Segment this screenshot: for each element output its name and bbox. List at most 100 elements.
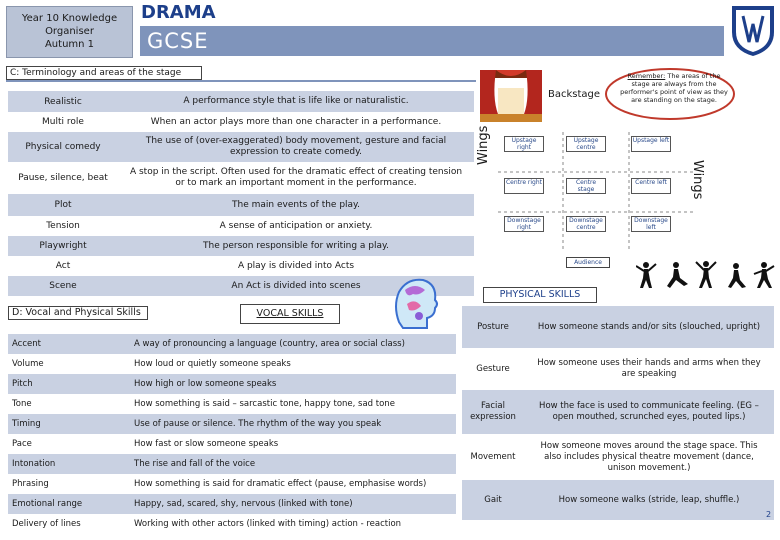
term: Scene [49, 281, 77, 291]
table-row: Pause, silence, beat A stop in the scrip… [8, 162, 474, 194]
terminology-table: Realistic A performance style that is li… [8, 91, 474, 296]
table-row: Delivery of lines Working with other acto… [8, 514, 456, 534]
definition: The main events of the play. [232, 199, 360, 210]
wings-left-label: Wings [476, 125, 491, 165]
table-row: Tone How something is said – sarcastic to… [8, 394, 456, 414]
table-row: Multi role When an actor plays more than… [8, 112, 474, 132]
head-profile-image [395, 278, 438, 329]
definition: A play is divided into Acts [237, 260, 355, 271]
definition: How the face is used to communicate feel… [539, 401, 759, 422]
term: Multi role [42, 117, 84, 127]
term: Delivery of lines [12, 519, 81, 529]
definition: The use of (over-exaggerated) body movem… [145, 136, 447, 157]
stage-grid-lines [498, 132, 694, 252]
page-number: 2 [766, 510, 772, 519]
term: Tone [12, 399, 32, 409]
definition: How someone stands and/or sits (slouched… [537, 321, 761, 332]
table-row: Gesture How someone uses their hands and … [462, 348, 774, 390]
table-row: Timing Use of pause or silence. The rhyth… [8, 414, 456, 434]
remember-note: Remember: The areas of the stage are alw… [618, 72, 730, 104]
definition: How someone uses their hands and arms wh… [537, 358, 761, 379]
definition: How fast or slow someone speaks [134, 439, 279, 449]
school-crest-logo [732, 6, 774, 56]
stage-cell-downstage-right: Downstage right [504, 216, 544, 232]
table-row: Phrasing How something is said for dramat… [8, 474, 456, 494]
level-title: GCSE [147, 29, 209, 53]
definition: A performance style that is life like or… [183, 96, 409, 106]
stage-cell-downstage-centre: Downstage centre [566, 216, 606, 232]
physical-skills-table: Posture How someone stands and/or sits (s… [462, 306, 774, 520]
remember-text: The areas of the stage are always from t… [620, 72, 728, 104]
organiser-line-1: Year 10 Knowledge [21, 13, 118, 24]
term: Accent [12, 339, 41, 349]
subject-title: DRAMA [141, 2, 216, 23]
definition: How something is said – sarcastic tone, … [134, 399, 395, 409]
section-c-title: C: Terminology and areas of the stage [6, 66, 202, 80]
audience-label: Audience [566, 257, 610, 268]
term: Volume [12, 359, 44, 369]
table-row: Tension A sense of anticipation or anxie… [8, 216, 474, 236]
table-row: Posture How someone stands and/or sits (s… [462, 306, 774, 348]
term: Gesture [476, 363, 510, 374]
term: Realistic [44, 96, 82, 107]
vocal-skills-title: VOCAL SKILLS [240, 304, 340, 324]
stage-cell-upstage-left: Upstage left [631, 136, 671, 152]
organiser-line-3: Autumn 1 [44, 39, 95, 50]
definition: Use of pause or silence. The rhythm of t… [134, 419, 382, 429]
term: Intonation [12, 459, 56, 469]
table-row: Emotional range Happy, sad, scared, shy, … [8, 494, 456, 514]
stage-cell-centre-stage: Centre stage [566, 178, 606, 194]
definition: How someone moves around the stage space… [540, 440, 758, 473]
term: Physical comedy [25, 142, 101, 152]
term: Facial expression [470, 401, 516, 422]
definition: A sense of anticipation or anxiety. [219, 220, 373, 231]
stage-cell-upstage-right: Upstage right [504, 136, 544, 152]
term: Playwright [39, 241, 87, 251]
definition: How something is said for dramatic effec… [134, 479, 427, 489]
remember-lead: Remember: [627, 72, 666, 80]
physical-skills-title: PHYSICAL SKILLS [483, 287, 597, 303]
table-row: Act A play is divided into Acts [8, 256, 474, 276]
definition: When an actor plays more than one charac… [150, 116, 442, 127]
term: Plot [54, 200, 72, 210]
table-row: Movement How someone moves around the sta… [462, 434, 774, 480]
table-row: Scene An Act is divided into scenes [8, 276, 474, 296]
table-row: Volume How loud or quietly someone speaks [8, 354, 456, 374]
term: Phrasing [12, 479, 49, 489]
definition: A stop in the script. Often used for the… [129, 167, 463, 188]
term: Emotional range [12, 499, 83, 509]
definition: The rise and fall of the voice [134, 459, 256, 469]
organiser-line-2: Organiser [45, 26, 94, 37]
definition: Happy, sad, scared, shy, nervous (linked… [134, 499, 353, 509]
table-row: Pace How fast or slow someone speaks [8, 434, 456, 454]
backstage-label: Backstage [548, 89, 601, 100]
table-row: Facial expression How the face is used to… [462, 390, 774, 434]
table-row: Plot The main events of the play. [8, 194, 474, 216]
term: Timing [12, 419, 41, 429]
term: Act [55, 261, 71, 271]
term: Pause, silence, beat [18, 173, 108, 183]
table-row: Realistic A performance style that is li… [8, 91, 474, 112]
term: Posture [477, 321, 509, 332]
stage-cell-centre-left: Centre left [631, 178, 671, 194]
term: Tension [46, 221, 80, 231]
definition: How high or low someone speaks [134, 379, 277, 389]
definition: An Act is divided into scenes [231, 280, 361, 291]
definition: How someone walks (stride, leap, shuffle… [558, 494, 740, 505]
definition: How loud or quietly someone speaks [134, 359, 291, 369]
section-divider [6, 80, 476, 82]
term: Pace [12, 439, 32, 449]
organiser-label: Year 10 Knowledge Organiser Autumn 1 [6, 6, 133, 58]
table-row: Intonation The rise and fall of the voice [8, 454, 456, 474]
stage-cell-downstage-left: Downstage left [631, 216, 671, 232]
table-row: Pitch How high or low someone speaks [8, 374, 456, 394]
definition: Working with other actors (linked with t… [134, 519, 402, 529]
term: Pitch [12, 379, 33, 389]
thought-cloud-icon [605, 68, 735, 120]
theatre-stage-icon [480, 70, 542, 122]
stage-cell-centre-right: Centre right [504, 178, 544, 194]
term: Movement [470, 451, 516, 462]
term: Gait [484, 494, 502, 505]
